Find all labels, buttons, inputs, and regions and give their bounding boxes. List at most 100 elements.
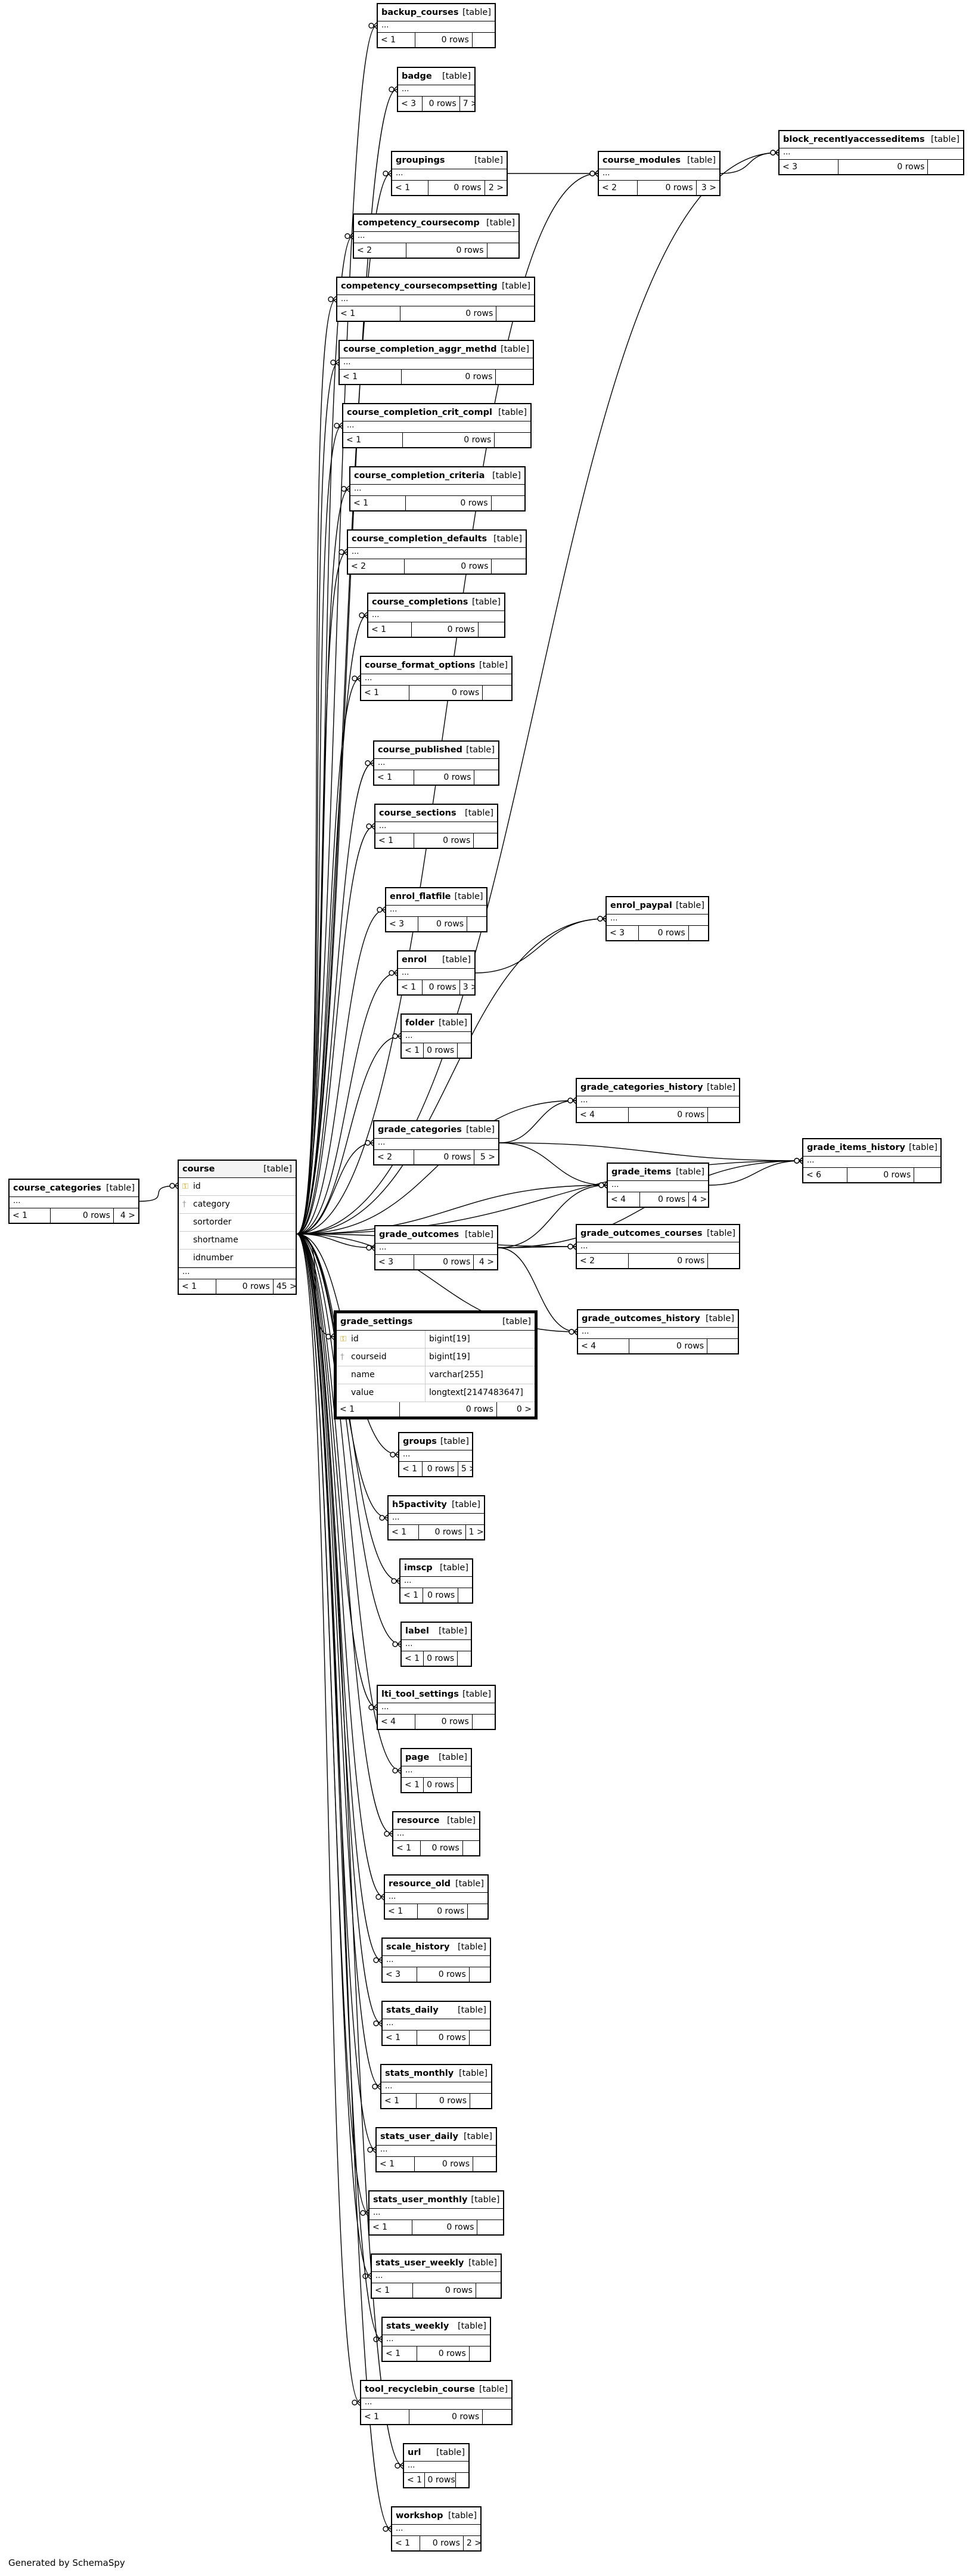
table-name[interactable]: grade_items — [611, 1167, 672, 1177]
table-name[interactable]: url — [408, 2448, 421, 2457]
parents-count[interactable]: < 4 — [577, 1108, 629, 1122]
parents-count[interactable]: < 2 — [374, 1150, 414, 1164]
children-count[interactable]: 7 > — [462, 99, 474, 109]
table-name[interactable]: scale_history — [386, 1942, 450, 1952]
parents-count[interactable]: < 1 — [337, 1402, 400, 1416]
table-name[interactable]: h5pactivity — [392, 1500, 447, 1509]
table-name[interactable]: imscp — [404, 1563, 433, 1573]
table-name[interactable]: stats_user_daily — [380, 2132, 458, 2141]
table-name[interactable]: block_recentlyaccesseditems — [783, 135, 925, 144]
table-column[interactable]: ⚿id — [179, 1178, 296, 1196]
children-count[interactable] — [495, 433, 530, 447]
parents-count[interactable]: < 1 — [375, 833, 415, 848]
table-name[interactable]: course_sections — [379, 808, 457, 818]
table-course_completion_crit_compl[interactable]: course_completion_crit_compl[table]...< … — [342, 403, 532, 448]
table-name[interactable]: tool_recyclebin_course — [365, 2385, 475, 2394]
row-count[interactable]: 0 rows — [409, 2410, 483, 2424]
parents-count[interactable]: < 1 — [398, 980, 423, 994]
table-name[interactable]: course — [182, 1164, 215, 1174]
parents-count[interactable]: < 1 — [361, 2410, 409, 2424]
parents-count[interactable]: < 4 — [608, 1192, 640, 1207]
children-count[interactable] — [708, 1254, 739, 1268]
children-count[interactable] — [483, 2410, 511, 2424]
table-name[interactable]: course_modules — [603, 156, 681, 165]
row-count[interactable]: 0 rows — [420, 2536, 464, 2550]
children-count[interactable] — [707, 1339, 738, 1353]
row-count[interactable]: 0 rows — [414, 1150, 475, 1164]
row-count[interactable]: 0 rows — [418, 1904, 468, 1918]
parents-count[interactable]: < 2 — [577, 1254, 629, 1268]
children-count[interactable] — [474, 833, 497, 848]
children-count[interactable] — [914, 1168, 940, 1182]
parents-count[interactable]: < 3 — [386, 917, 418, 931]
table-name[interactable]: grade_outcomes — [379, 1230, 459, 1239]
row-count[interactable]: 0 rows — [406, 496, 492, 510]
parents-count[interactable]: < 1 — [389, 1525, 420, 1539]
children-count[interactable] — [470, 2346, 490, 2361]
table-name[interactable]: enrol_paypal — [610, 901, 672, 910]
children-count[interactable] — [474, 770, 498, 785]
row-count[interactable]: 0 rows — [409, 686, 483, 700]
row-count[interactable]: 0 rows — [216, 1279, 274, 1294]
parents-count[interactable]: < 1 — [402, 1043, 424, 1058]
row-count[interactable]: 0 rows — [413, 2283, 476, 2298]
children-count[interactable] — [458, 1043, 471, 1058]
table-name[interactable]: badge — [402, 72, 432, 81]
children-count[interactable] — [470, 2094, 491, 2108]
row-count[interactable]: 0 rows — [629, 1254, 709, 1268]
table-name[interactable]: stats_user_weekly — [375, 2258, 464, 2268]
parents-count[interactable]: < 1 — [392, 2536, 421, 2550]
table-block_recentlyaccesseditems[interactable]: block_recentlyaccesseditems[table]...< 3… — [778, 130, 964, 175]
children-count[interactable] — [689, 926, 708, 940]
table-name[interactable]: stats_monthly — [385, 2069, 454, 2078]
children-count[interactable]: 45 > — [276, 1282, 296, 1291]
children-count[interactable] — [492, 559, 526, 574]
children-count[interactable] — [458, 1778, 471, 1792]
table-name[interactable]: competency_coursecomp — [358, 218, 480, 228]
row-count[interactable]: 0 rows — [405, 559, 492, 574]
children-count[interactable] — [487, 243, 518, 258]
parents-count[interactable]: < 1 — [385, 1904, 418, 1918]
row-count[interactable]: 0 rows — [400, 306, 497, 321]
parents-count[interactable]: < 3 — [375, 1255, 415, 1269]
row-count[interactable]: 0 rows — [629, 1108, 709, 1122]
table-name[interactable]: resource — [397, 1816, 440, 1825]
table-name[interactable]: workshop — [396, 2511, 443, 2521]
children-count[interactable]: 5 > — [461, 1464, 472, 1474]
parents-count[interactable]: < 2 — [599, 181, 638, 195]
table-name[interactable]: label — [405, 1626, 429, 1636]
table-column[interactable]: idnumber — [179, 1250, 296, 1267]
parents-count[interactable]: < 1 — [369, 2220, 412, 2234]
table-name[interactable]: enrol — [402, 955, 427, 965]
row-count[interactable]: 0 rows — [412, 2220, 478, 2234]
children-count[interactable] — [477, 2220, 503, 2234]
table-name[interactable]: course_completion_criteria — [354, 471, 485, 481]
row-count[interactable]: 0 rows — [423, 1462, 458, 1476]
children-count[interactable]: 4 > — [692, 1195, 707, 1204]
parents-count[interactable]: < 3 — [780, 160, 839, 174]
parents-count[interactable]: < 1 — [340, 370, 402, 384]
children-count[interactable] — [467, 917, 486, 931]
row-count[interactable]: 0 rows — [424, 1651, 458, 1666]
